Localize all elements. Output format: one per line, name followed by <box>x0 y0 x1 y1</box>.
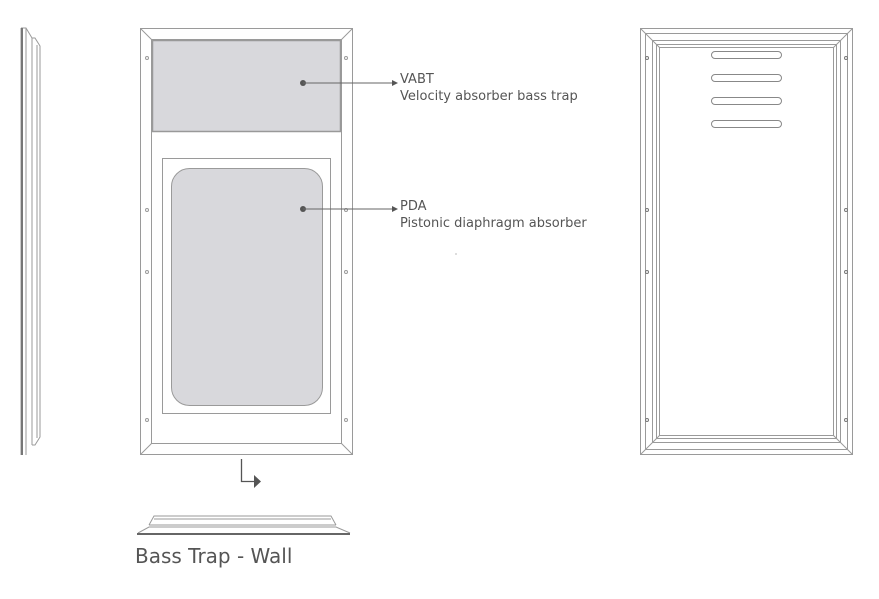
pda-panel <box>171 168 323 406</box>
pda-code: PDA <box>400 199 427 214</box>
vabt-description: Velocity absorber bass trap <box>400 89 578 104</box>
pda-description: Pistonic diaphragm absorber <box>400 216 587 231</box>
pda-label: PDA Pistonic diaphragm absorber <box>400 198 587 232</box>
vabt-panel <box>151 39 342 133</box>
section-arrow-icon <box>240 459 261 488</box>
vabt-code: VABT <box>400 72 434 87</box>
vabt-label: VABT Velocity absorber bass trap <box>400 71 578 105</box>
side-profile <box>20 27 41 455</box>
leader-lines <box>300 80 457 255</box>
bottom-profile <box>137 515 351 535</box>
drawing-title: Bass Trap - Wall <box>135 544 293 568</box>
screw-holes <box>645 56 848 422</box>
front-view <box>140 28 457 455</box>
pda-frame <box>162 158 331 414</box>
vent-slots <box>711 51 782 128</box>
back-view <box>640 28 853 455</box>
